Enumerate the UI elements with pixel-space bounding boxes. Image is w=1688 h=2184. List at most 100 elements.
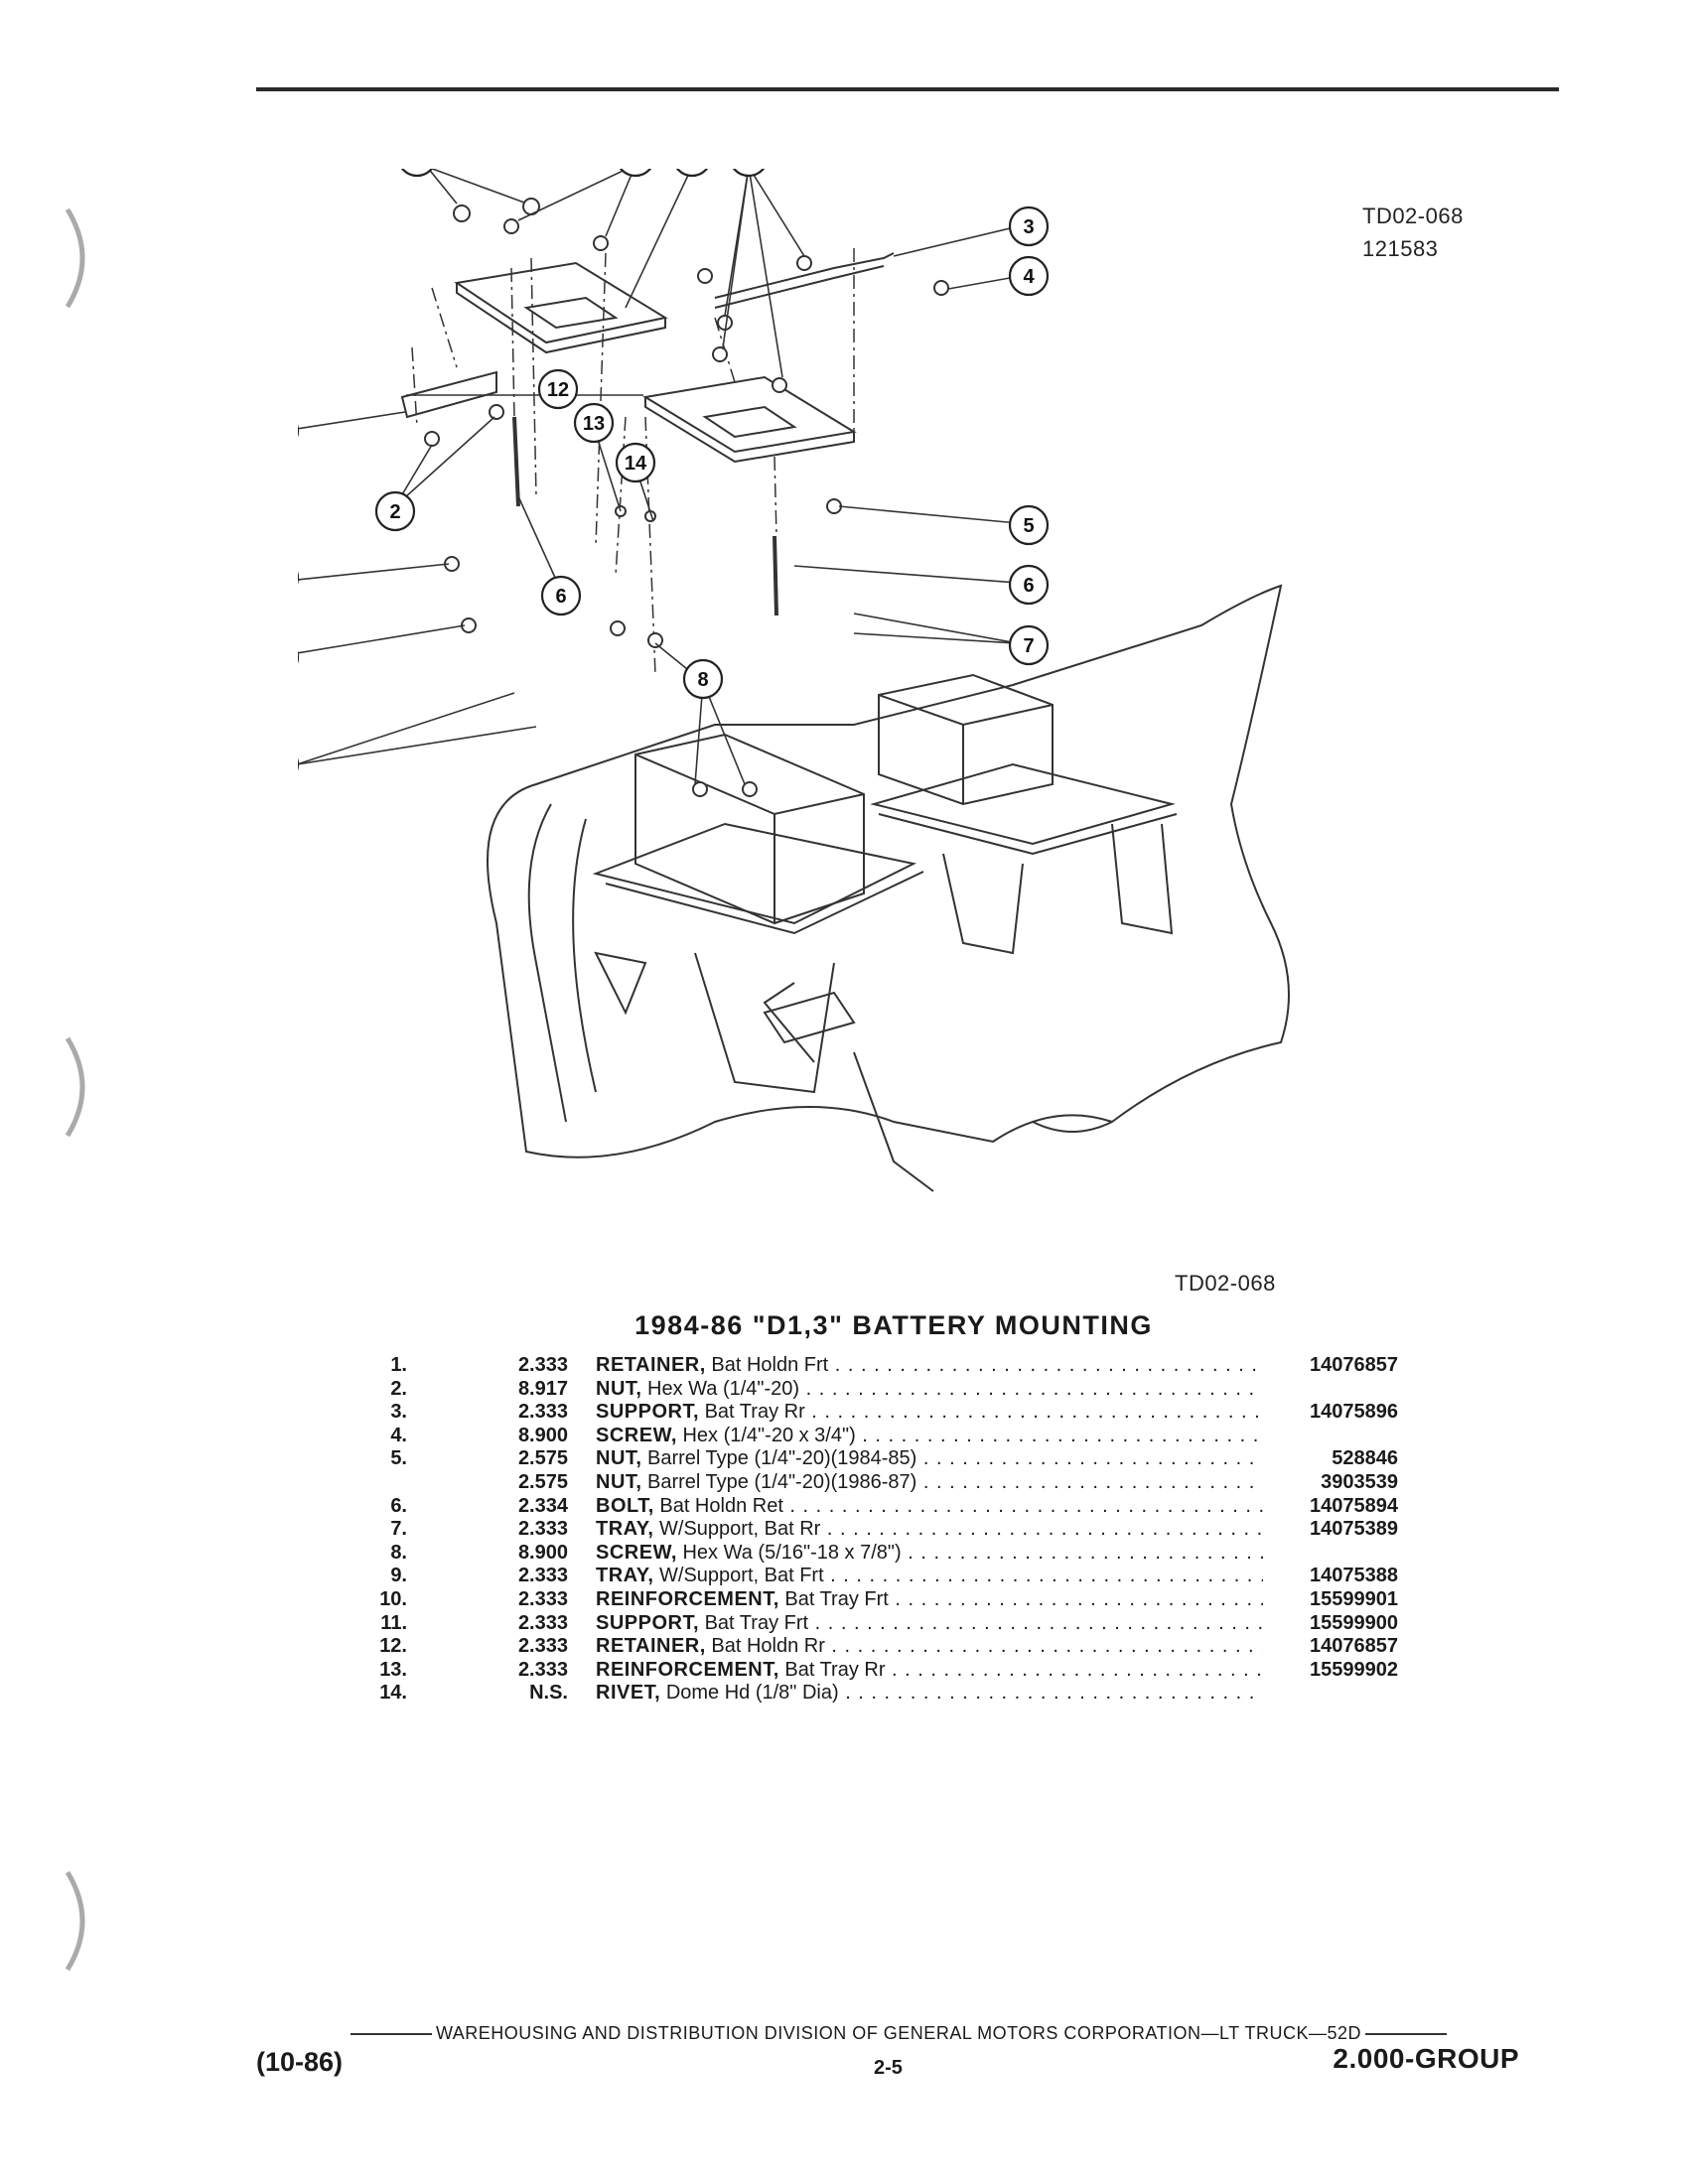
binder-hole-mark — [65, 1870, 85, 1972]
part-number: 15599900 — [1310, 1611, 1398, 1634]
part-description: SUPPORT, Bat Tray Frt — [596, 1612, 1263, 1636]
part-number: 3903539 — [1321, 1470, 1398, 1493]
group-number: 2.575 — [517, 1470, 568, 1493]
callout-13: 13 — [583, 413, 605, 435]
part-number: 15599902 — [1310, 1658, 1398, 1681]
part-detail: W/Support, Bat Frt — [659, 1565, 824, 1587]
part-name: SUPPORT, — [596, 1401, 700, 1424]
item-number: 5. — [390, 1447, 407, 1470]
part-detail: Dome Hd (1/8" Dia) — [665, 1682, 839, 1705]
part-name: RIVET, — [596, 1682, 661, 1705]
part-detail: Bat Tray Rr — [704, 1401, 805, 1424]
callout-6: 6 — [555, 586, 566, 608]
part-detail: Hex Wa (1/4"-20) — [647, 1377, 800, 1400]
item-number: 2. — [390, 1377, 407, 1400]
top-rule — [256, 87, 1559, 91]
item-number: 6. — [390, 1494, 407, 1517]
rear-retainer — [642, 375, 857, 464]
binder-hole-mark — [65, 207, 85, 309]
part-name: SCREW, — [596, 1541, 677, 1564]
figure-code-bottom: TD02-068 — [1175, 1271, 1276, 1296]
callout-3: 3 — [1023, 216, 1034, 238]
group-number: 2.333 — [517, 1518, 568, 1541]
revision-date: (10-86) — [256, 2047, 344, 2077]
part-name: TRAY, — [596, 1518, 654, 1541]
item-number: 4. — [390, 1424, 407, 1446]
hold-down-bolt — [773, 535, 778, 616]
parts-list-row: 13. 2.333 REINFORCEMENT, Bat Tray Rr 155999… — [357, 1659, 1410, 1683]
part-number: 528846 — [1332, 1447, 1398, 1470]
group-number: 8.900 — [517, 1424, 568, 1446]
part-name: TRAY, — [596, 1565, 654, 1587]
part-description: REINFORCEMENT, Bat Tray Frt — [596, 1588, 1263, 1612]
part-name: RETAINER, — [596, 1354, 706, 1376]
part-name: REINFORCEMENT, — [596, 1587, 779, 1610]
part-number: 14075894 — [1310, 1494, 1398, 1517]
callout-8: 8 — [697, 669, 708, 691]
part-name: NUT, — [596, 1470, 642, 1493]
part-detail: Bat Holdn Frt — [711, 1354, 829, 1376]
part-number: 14076857 — [1310, 1354, 1398, 1376]
part-description: SCREW, Hex Wa (5/16"-18 x 7/8") — [596, 1542, 1263, 1566]
part-name: SCREW, — [596, 1424, 677, 1446]
part-name: RETAINER, — [596, 1635, 706, 1658]
part-description: NUT, Hex Wa (1/4"-20) — [596, 1378, 1263, 1402]
item-number: 14. — [379, 1682, 407, 1705]
part-description: SCREW, Hex (1/4"-20 x 3/4") — [596, 1425, 1263, 1448]
callout-12: 12 — [547, 379, 569, 401]
group-number: 2.333 — [517, 1635, 568, 1658]
part-detail: Bat Holdn Rr — [711, 1635, 825, 1658]
parts-list-row: 14. N.S. RIVET, Dome Hd (1/8" Dia) — [357, 1682, 1410, 1706]
callout-4: 4 — [1023, 266, 1035, 288]
part-description: NUT, Barrel Type (1/4"-20)(1984-85) — [596, 1447, 1263, 1471]
rear-support — [714, 252, 895, 309]
part-detail: Bat Tray Frt — [784, 1587, 889, 1610]
hold-down-bolt — [512, 416, 520, 507]
part-description: SUPPORT, Bat Tray Rr — [596, 1401, 1263, 1425]
part-detail: Hex Wa (5/16"-18 x 7/8") — [682, 1541, 902, 1564]
group-number: 2.334 — [517, 1494, 568, 1517]
section-title: 1984-86 "D1,3" BATTERY MOUNTING — [634, 1310, 1153, 1340]
group-number: 2.333 — [517, 1658, 568, 1681]
part-name: NUT, — [596, 1377, 642, 1400]
item-number: 3. — [390, 1401, 407, 1424]
part-detail: Bat Tray Rr — [784, 1658, 886, 1681]
part-description: TRAY, W/Support, Bat Rr — [596, 1518, 1263, 1542]
item-number: 11. — [380, 1611, 407, 1634]
group-number: 2.333 — [517, 1565, 568, 1587]
callout-6: 6 — [1023, 575, 1034, 597]
part-detail: Bat Tray Frt — [704, 1611, 809, 1634]
front-tray — [592, 822, 924, 1094]
callout-2: 2 — [389, 501, 400, 523]
binder-hole-mark — [65, 1036, 85, 1138]
item-number: 13. — [379, 1658, 407, 1681]
front-support — [400, 370, 497, 419]
part-number: 14075388 — [1310, 1565, 1398, 1587]
part-description: BOLT, Bat Holdn Ret — [596, 1495, 1263, 1519]
part-name: BOLT, — [596, 1494, 654, 1517]
part-number: 14075896 — [1310, 1401, 1398, 1424]
part-detail: Bat Holdn Ret — [659, 1494, 783, 1517]
item-number: 8. — [390, 1541, 407, 1564]
part-detail: Hex (1/4"-20 x 3/4") — [682, 1424, 856, 1446]
callout-7: 7 — [1023, 635, 1034, 657]
group-number: N.S. — [529, 1682, 568, 1705]
item-number: 12. — [379, 1635, 407, 1658]
part-description: RIVET, Dome Hd (1/8" Dia) — [596, 1682, 1263, 1706]
footer-division-text: WAREHOUSING AND DISTRIBUTION DIVISION OF… — [435, 2023, 1362, 2043]
parts-list-row: 6. 2.334 BOLT, Bat Holdn Ret 14075894 — [357, 1495, 1410, 1519]
callout-14: 14 — [625, 453, 647, 475]
part-description: RETAINER, Bat Holdn Frt — [596, 1354, 1263, 1378]
part-name: REINFORCEMENT, — [596, 1658, 779, 1681]
part-number: 14075389 — [1310, 1518, 1398, 1541]
